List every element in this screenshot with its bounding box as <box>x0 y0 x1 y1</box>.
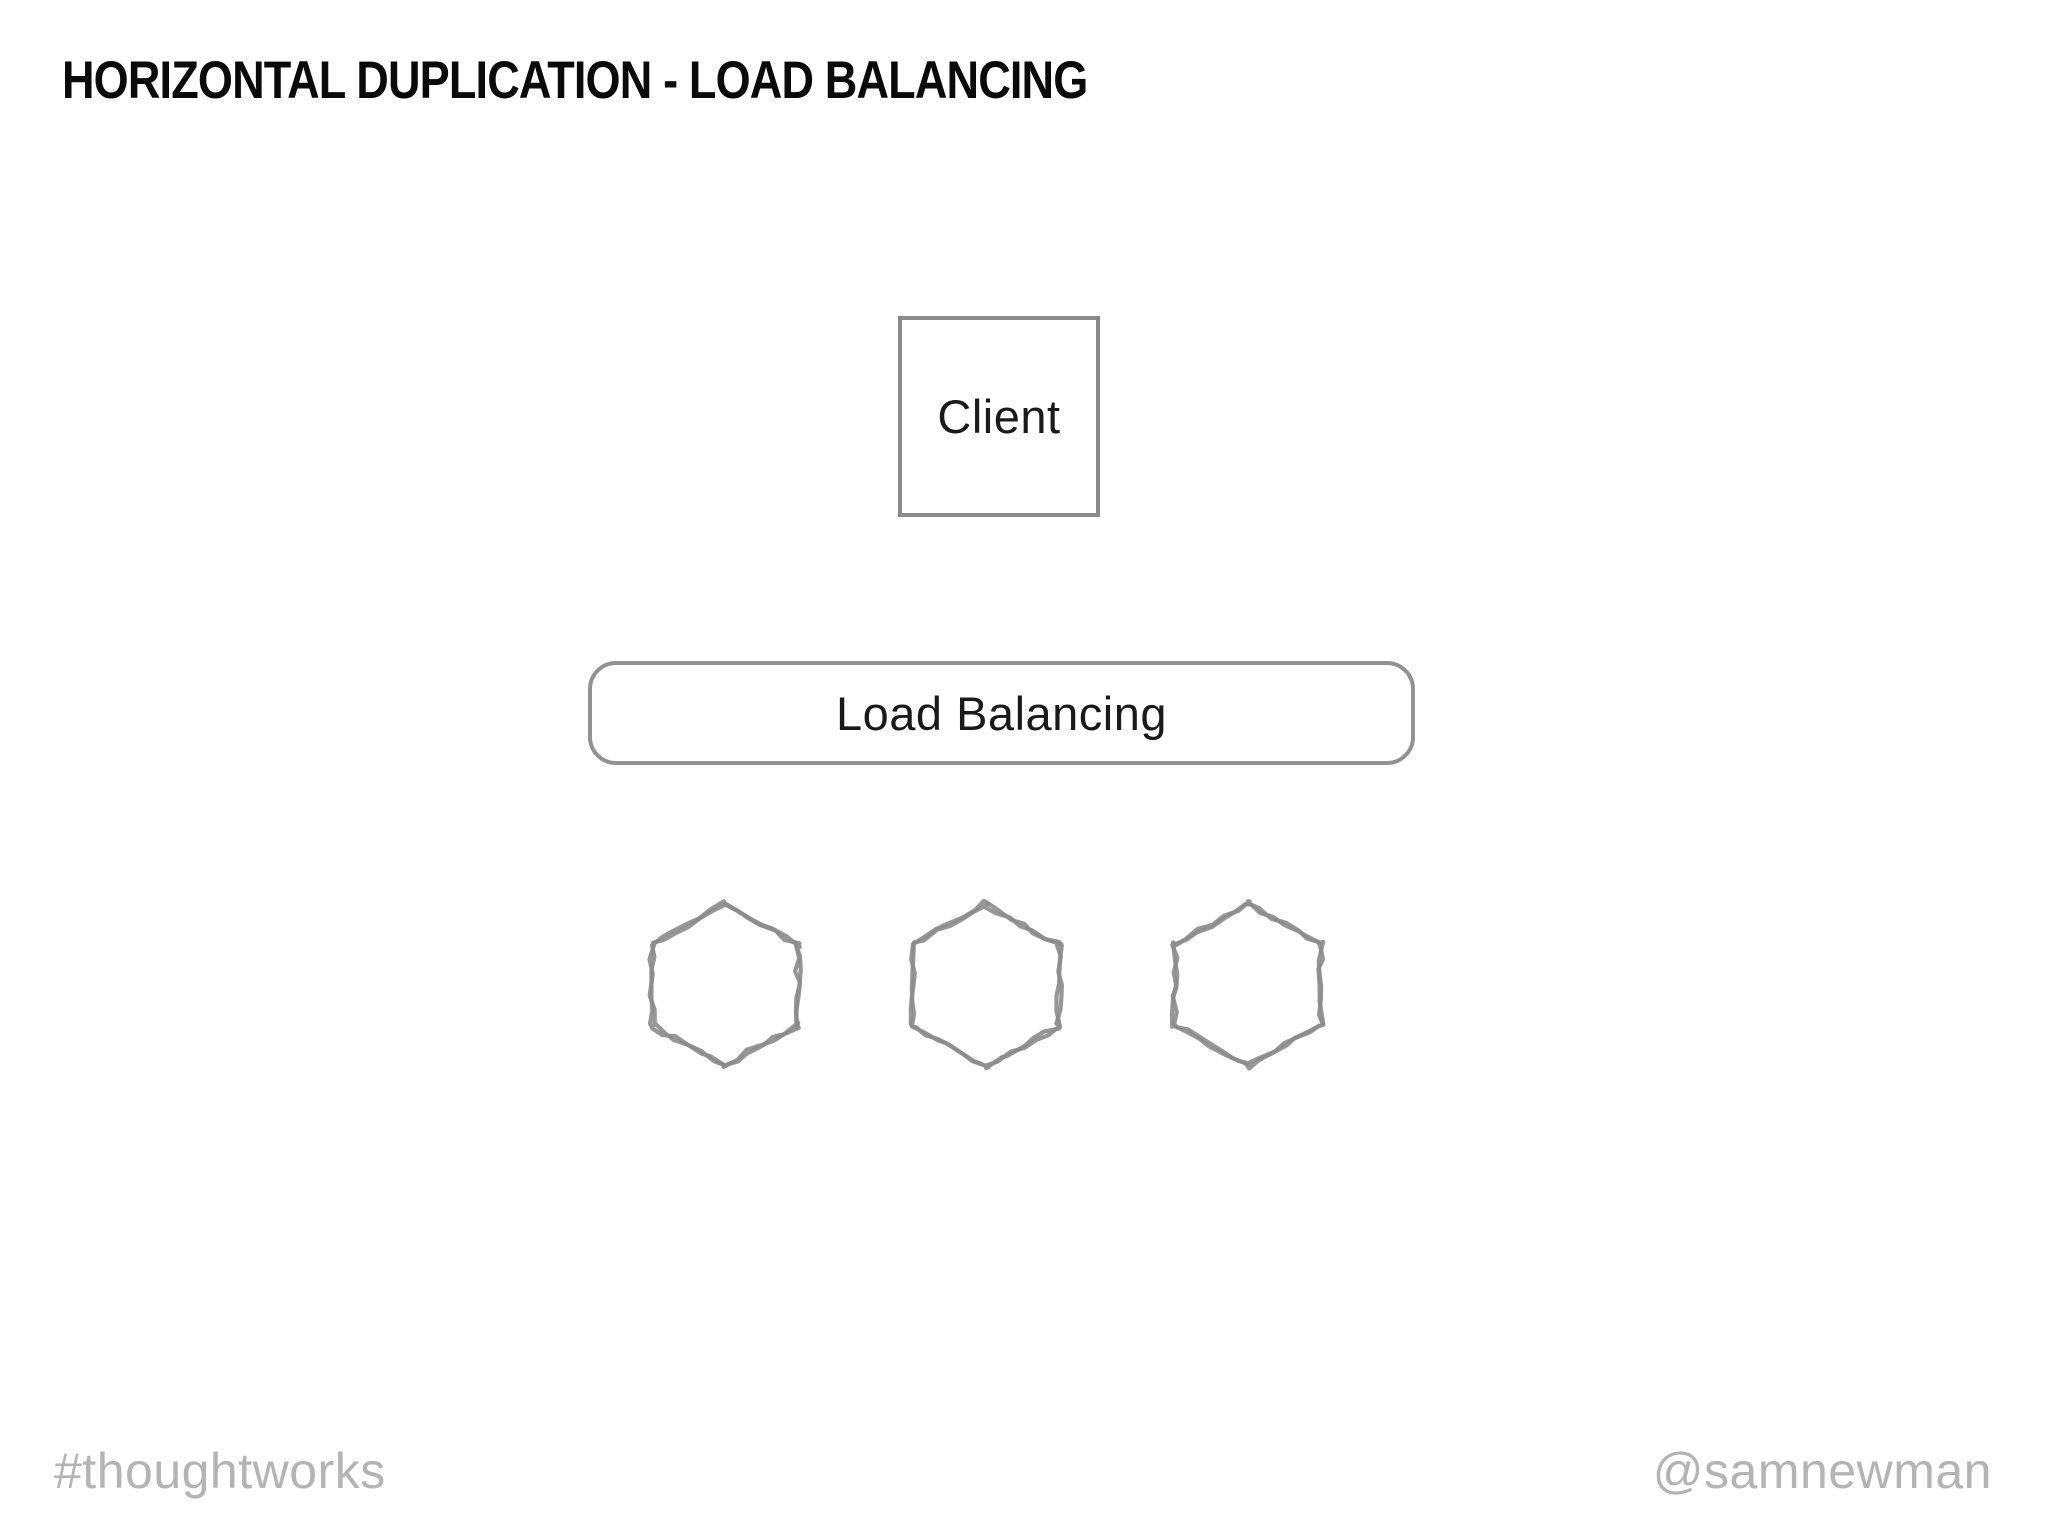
hexagon-sketch-icon <box>908 898 1064 1069</box>
hexagon-sketch-icon <box>1169 902 1326 1066</box>
hexagon-sketch-icon <box>909 902 1064 1071</box>
hexagon-sketch-icon <box>647 899 803 1068</box>
footer-hashtag: #thoughtworks <box>54 1443 386 1499</box>
slide-title: HORIZONTAL DUPLICATION - LOAD BALANCING <box>62 51 1088 110</box>
hexagon-sketch-icon-group <box>647 898 1326 1071</box>
hexagon-sketch-icon <box>1170 899 1326 1071</box>
footer-handle: @samnewman <box>1652 1443 1992 1499</box>
load-balancer-bar: Load Balancing <box>588 661 1415 765</box>
hexagon-sketch-icon <box>647 901 803 1069</box>
client-box: Client <box>898 316 1100 517</box>
load-balancer-label: Load Balancing <box>835 686 1168 740</box>
client-box-label: Client <box>937 390 1061 443</box>
service-instance-hexagons <box>647 898 1326 1071</box>
